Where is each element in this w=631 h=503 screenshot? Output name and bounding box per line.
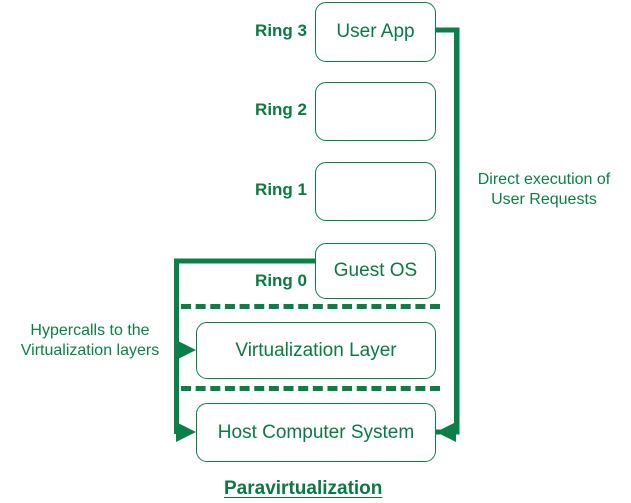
ring-box-guest-os: Guest OS <box>315 243 436 299</box>
ring-box-ring1 <box>315 162 436 221</box>
ring-box-ring2 <box>315 82 436 141</box>
arrowhead-into-host-left <box>176 422 196 442</box>
direct-execution-label: Direct execution of User Requests <box>477 171 611 208</box>
ring-box-user-app: User App <box>315 2 436 62</box>
dashed-separator-upper <box>181 304 440 309</box>
host-computer-system-label: Host Computer System <box>217 421 415 443</box>
ring-label-2: Ring 2 <box>255 100 307 119</box>
page-title: Paravirtualization <box>224 478 383 499</box>
virtualization-layer-label: Virtualization Layer <box>235 339 397 361</box>
hypercalls-label: Hypercalls to the Virtualization layers <box>20 322 160 359</box>
ring-box-guest-os-text: Guest OS <box>333 260 418 281</box>
host-computer-system-box: Host Computer System <box>196 403 436 462</box>
ring-box-user-app-text: User App <box>336 21 415 42</box>
virtualization-layer-box: Virtualization Layer <box>196 322 436 379</box>
ring-label-3: Ring 3 <box>255 21 307 40</box>
ring-label-0: Ring 0 <box>255 271 307 290</box>
arrowhead-into-virtualization-layer <box>176 340 196 360</box>
ring-label-1: Ring 1 <box>255 180 307 199</box>
dashed-separator-lower <box>181 386 440 391</box>
arrowhead-into-host-right <box>436 422 456 442</box>
